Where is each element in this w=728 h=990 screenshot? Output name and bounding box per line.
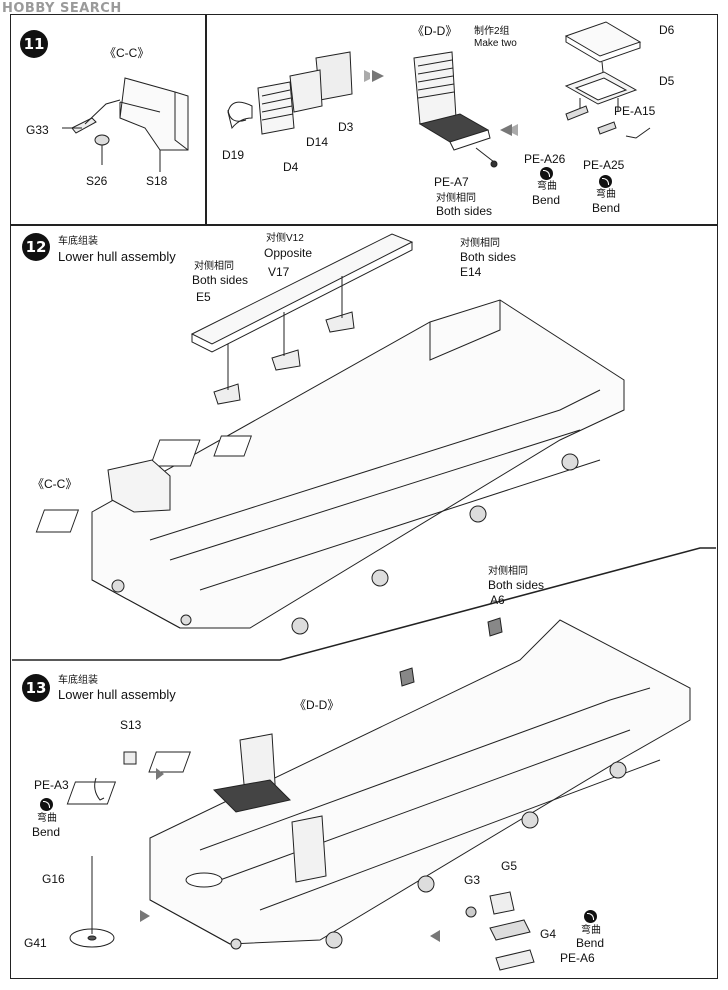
- bend-en: Bend: [532, 193, 561, 207]
- part-label-pe-a15: PE-A15: [614, 104, 656, 118]
- bend-cn: 弯曲: [596, 189, 616, 200]
- step13-title-cn: 车底组装: [58, 675, 98, 686]
- part-label-g16: G16: [42, 872, 65, 886]
- part-label-g5: G5: [501, 859, 518, 873]
- lower-hull-step12-drawing: [35, 233, 625, 635]
- part-label-d14: D14: [306, 135, 329, 149]
- dd-parts-drawing: [227, 21, 651, 168]
- bend-cn: 弯曲: [581, 925, 601, 936]
- part-label-pe-a25: PE-A25: [583, 158, 625, 172]
- panel-step12-13: [10, 224, 718, 979]
- part-label-d19: D19: [222, 148, 245, 162]
- opposite-v12-cn: 对侧V12: [266, 233, 304, 244]
- bend-icon: [599, 175, 612, 188]
- both-sides-en: Both sides: [488, 578, 545, 592]
- opposite-en: Opposite: [264, 246, 313, 260]
- part-label-d4: D4: [283, 160, 299, 174]
- bend-en: Bend: [592, 201, 621, 215]
- part-label-d3: D3: [338, 120, 354, 134]
- part-label-g3: G3: [464, 873, 481, 887]
- step12-title-cn: 车底组装: [58, 236, 98, 247]
- dd-subassembly-title: 《D-D》: [412, 24, 458, 38]
- part-label-e5: E5: [196, 290, 211, 304]
- both-sides-cn: 对侧相同: [194, 261, 234, 272]
- dd-assembly-label: 《D-D》: [294, 698, 340, 712]
- part-label-pe-a26: PE-A26: [524, 152, 566, 166]
- step13-title-en: Lower hull assembly: [58, 687, 176, 702]
- cc-assembly-drawing: [62, 77, 189, 172]
- part-label-v17: V17: [268, 265, 290, 279]
- part-label-a6: A6: [490, 593, 505, 607]
- both-sides-cn: 对侧相同: [488, 566, 528, 577]
- part-label-d6: D6: [659, 23, 675, 37]
- part-label-g33: G33: [26, 123, 49, 137]
- both-sides-en: Both sides: [436, 204, 493, 218]
- part-label-g4: G4: [540, 927, 557, 941]
- part-label-pe-a6: PE-A6: [560, 951, 595, 965]
- part-label-pe-a7: PE-A7: [434, 175, 469, 189]
- bend-cn: 弯曲: [37, 813, 57, 824]
- both-sides-en: Both sides: [192, 273, 249, 287]
- bend-cn: 弯曲: [537, 181, 557, 192]
- part-label-e14: E14: [460, 265, 482, 279]
- lower-hull-step13-drawing: [66, 617, 691, 971]
- bend-en: Bend: [32, 825, 61, 839]
- bend-en: Bend: [576, 936, 605, 950]
- both-sides-cn: 对侧相同: [460, 238, 500, 249]
- part-label-d5: D5: [659, 74, 675, 88]
- step-number-11: 11: [20, 30, 48, 58]
- bend-icon: [584, 910, 597, 923]
- step-number-13: 13: [22, 674, 50, 702]
- cc-subassembly-title: 《C-C》: [104, 46, 150, 60]
- bend-icon: [40, 798, 53, 811]
- make-two-en: Make two: [474, 38, 517, 49]
- part-label-s18: S18: [146, 174, 168, 188]
- panel-step11-right: [205, 14, 718, 226]
- part-label-g41: G41: [24, 936, 47, 950]
- part-label-pe-a3: PE-A3: [34, 778, 69, 792]
- panel-step11-left: [10, 14, 207, 226]
- cc-assembly-label: 《C-C》: [32, 477, 78, 491]
- part-label-s13: S13: [120, 718, 142, 732]
- make-two-cn: 制作2组: [474, 26, 510, 37]
- watermark: HOBBY SEARCH: [2, 1, 122, 16]
- both-sides-cn: 对侧相同: [436, 193, 476, 204]
- step12-title-en: Lower hull assembly: [58, 249, 176, 264]
- part-label-s26: S26: [86, 174, 108, 188]
- step-number-12: 12: [22, 233, 50, 261]
- bend-icon: [540, 167, 553, 180]
- both-sides-en: Both sides: [460, 250, 517, 264]
